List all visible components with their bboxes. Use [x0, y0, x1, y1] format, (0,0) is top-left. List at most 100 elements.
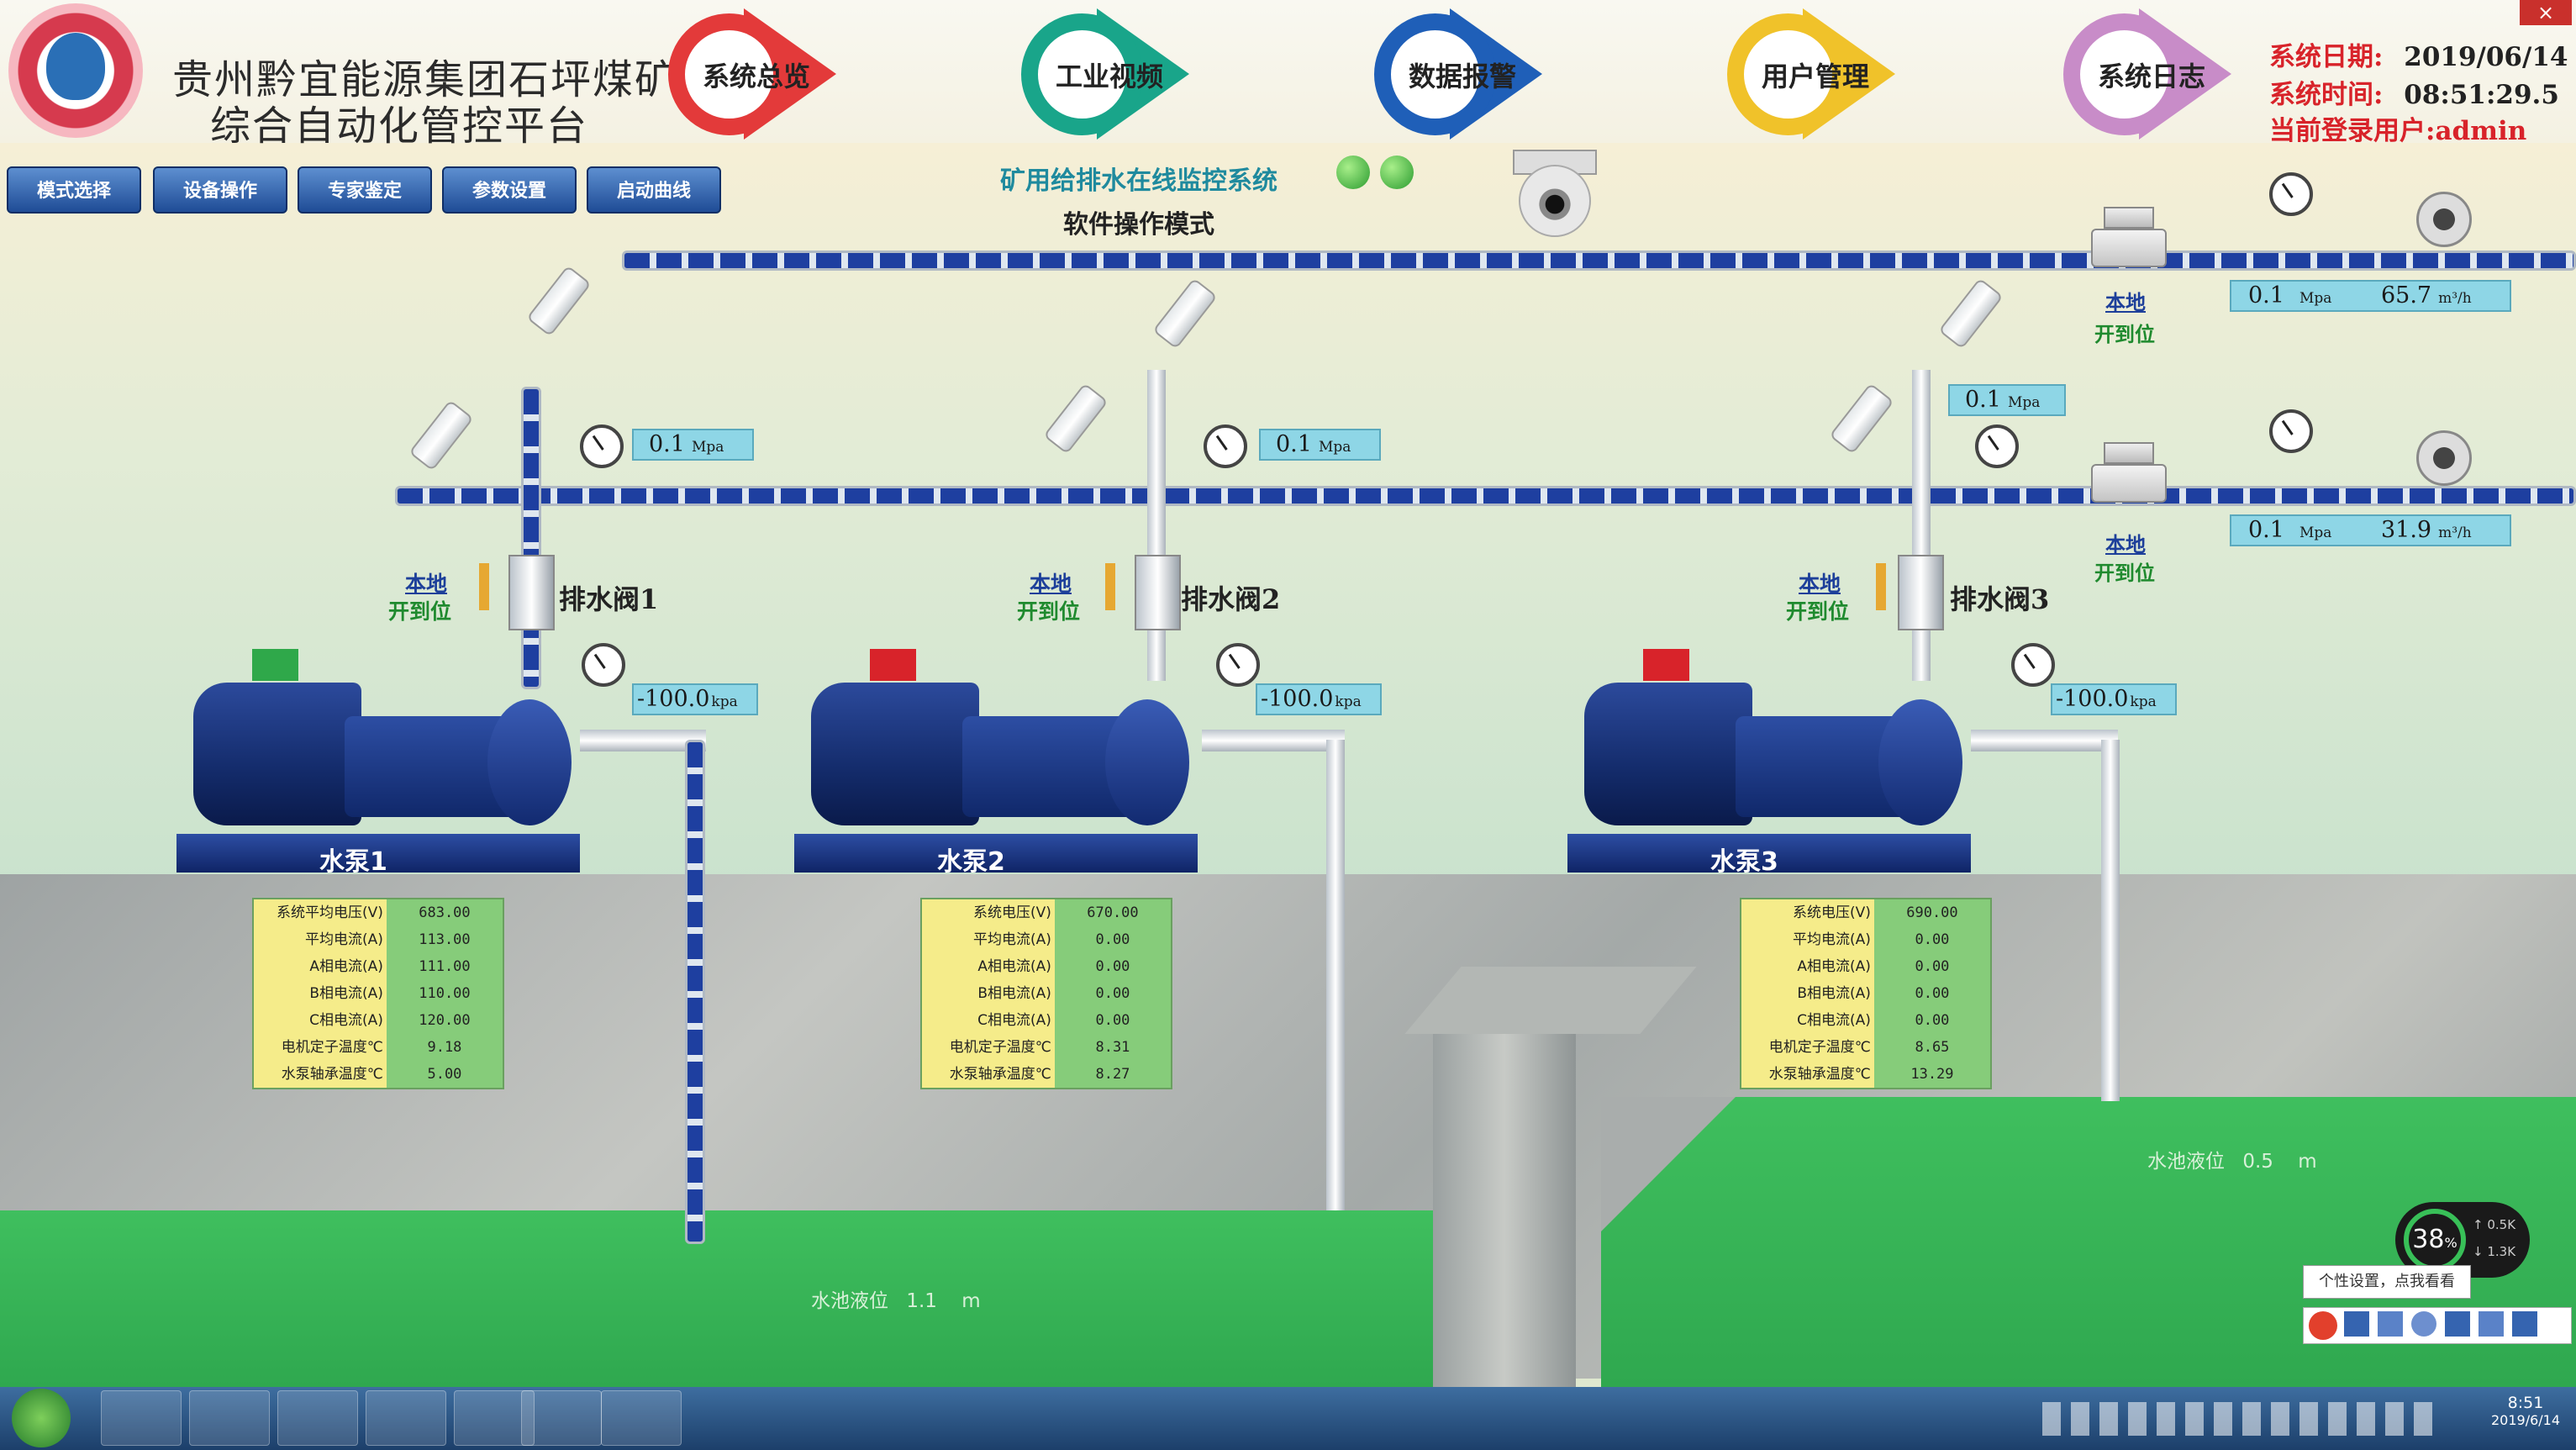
valve-2-indicator [1105, 563, 1115, 610]
table-row: 平均电流(A)0.00 [1741, 926, 1990, 953]
ime-voice-icon[interactable] [2445, 1311, 2470, 1337]
taskbar-computer-icon[interactable] [521, 1390, 602, 1446]
table-row: 系统电压(V)690.00 [1741, 899, 1990, 926]
vacuum-gauge-icon [582, 643, 625, 687]
ime-keyboard-icon[interactable] [2479, 1311, 2504, 1337]
startup-curve-button[interactable]: 启动曲线 [587, 166, 721, 214]
table-row: 平均电流(A)0.00 [922, 926, 1171, 953]
close-icon[interactable]: × [2520, 0, 2572, 25]
table-row: 平均电流(A)113.00 [254, 926, 503, 953]
main-pipe-upper [622, 250, 2576, 271]
outlet-upper-local: 本地 [2105, 291, 2146, 314]
pump-3-status-indicator [1643, 649, 1689, 681]
system-time: 系统时间: 08:51:29.5 [2269, 80, 2559, 110]
start-button-icon[interactable] [12, 1389, 71, 1447]
valve-3-indicator [1876, 563, 1886, 610]
valve-1-indicator [479, 563, 489, 610]
outlet-lower-local: 本地 [2105, 533, 2146, 556]
suction-pipe-3-h [1971, 730, 2118, 751]
pump-1-data-table: 系统平均电压(V)683.00 平均电流(A)113.00 A相电流(A)111… [252, 898, 504, 1089]
pump-2-status-indicator [870, 649, 916, 681]
taskbar-ie-icon[interactable] [101, 1390, 182, 1446]
riser-pipe-2 [1147, 370, 1166, 681]
valve-2-name: 排水阀2 [1181, 583, 1281, 615]
title-line-2: 综合自动化管控平台 [210, 103, 589, 150]
taskbar-document-icon[interactable] [601, 1390, 682, 1446]
ime-emoji-icon[interactable] [2411, 1311, 2436, 1337]
drain-valve-3[interactable] [1898, 555, 1944, 630]
camera-icon[interactable] [1509, 150, 1601, 242]
drain-valve-1[interactable] [508, 555, 555, 630]
nav-data-alarm[interactable]: 数据报警 [1374, 5, 1559, 140]
parameter-settings-button[interactable]: 参数设置 [442, 166, 577, 214]
operation-mode: 软件操作模式 [1063, 210, 1214, 240]
valve-1-local: 本地 [405, 572, 448, 596]
expert-appraisal-button[interactable]: 专家鉴定 [298, 166, 432, 214]
personalize-tooltip[interactable]: 个性设置，点我看看 [2303, 1265, 2471, 1299]
suction-pipe-2-h [1202, 730, 1345, 751]
water-level-left: 水池液位 1.1 m [811, 1290, 981, 1312]
header-bar: 贵州黔宜能源集团石坪煤矿 综合自动化管控平台 系统总览 工业视频 数据报警 用户… [0, 0, 2576, 150]
taskbar-explorer-icon[interactable] [189, 1390, 270, 1446]
nav-system-overview[interactable]: 系统总览 [668, 5, 853, 140]
table-row: B相电流(A)0.00 [922, 980, 1171, 1007]
pump-3-data-table: 系统电压(V)690.00 平均电流(A)0.00 A相电流(A)0.00 B相… [1740, 898, 1992, 1089]
taskbar-folder-icon[interactable] [454, 1390, 535, 1446]
pressure-gauge-icon [2269, 172, 2313, 216]
vacuum-gauge-icon [2011, 643, 2055, 687]
pressure-gauge-icon [1204, 424, 1247, 468]
outlet-lower-status: 开到位 [2094, 562, 2155, 585]
taskbar-clock[interactable]: 8:51 2019/6/14 [2490, 1394, 2561, 1428]
table-row: B相电流(A)0.00 [1741, 980, 1990, 1007]
mode-select-button[interactable]: 模式选择 [7, 166, 141, 214]
ime-toolbar[interactable] [2303, 1307, 2572, 1344]
pressure-gauge-icon [580, 424, 624, 468]
outlet-upper-status: 开到位 [2094, 323, 2155, 346]
nav-industrial-video[interactable]: 工业视频 [1021, 5, 1206, 140]
riser-pipe-1 [521, 387, 541, 689]
device-operation-button[interactable]: 设备操作 [153, 166, 287, 214]
pump-1[interactable]: 水泵1 [176, 649, 588, 901]
valve-3-status: 开到位 [1786, 599, 1850, 624]
pump-2[interactable]: 水泵2 [794, 649, 1206, 901]
valve-1-status: 开到位 [388, 599, 452, 624]
ime-punctuation-icon[interactable] [2378, 1311, 2403, 1337]
taskbar-app-icon[interactable] [277, 1390, 358, 1446]
suction-pipe-2 [1326, 740, 1345, 1210]
status-led-2 [1380, 156, 1414, 189]
flowmeter-upper-icon [2091, 207, 2167, 267]
main-pipe-lower [395, 486, 2576, 506]
status-led-1 [1336, 156, 1370, 189]
table-row: A相电流(A)111.00 [254, 953, 503, 980]
pump-3[interactable]: 水泵3 [1567, 649, 1979, 901]
ime-settings-icon[interactable] [2512, 1311, 2537, 1337]
nav-user-management[interactable]: 用户管理 [1727, 5, 1912, 140]
tray-icons[interactable] [2042, 1402, 2437, 1436]
valve-2-status: 开到位 [1017, 599, 1081, 624]
taskbar-window-icon[interactable] [366, 1390, 446, 1446]
pump-2-data-table: 系统电压(V)670.00 平均电流(A)0.00 A相电流(A)0.00 B相… [920, 898, 1172, 1089]
table-row: A相电流(A)0.00 [1741, 953, 1990, 980]
company-logo-icon [8, 3, 143, 138]
ime-logo-icon [2309, 1311, 2337, 1340]
water-pool-left [0, 1210, 1433, 1387]
ime-chinese-icon[interactable] [2344, 1311, 2369, 1337]
nav-ring-icon [1021, 13, 1143, 135]
riser-pipe-3 [1912, 370, 1931, 681]
suction-pipe-1 [685, 740, 705, 1244]
vacuum-gauge-icon [1216, 643, 1260, 687]
flowmeter-lower-icon [2091, 442, 2167, 503]
nav-system-log[interactable]: 系统日志 [2063, 5, 2248, 140]
drain-valve-2[interactable] [1135, 555, 1181, 630]
concrete-pillar [1433, 1026, 1576, 1387]
